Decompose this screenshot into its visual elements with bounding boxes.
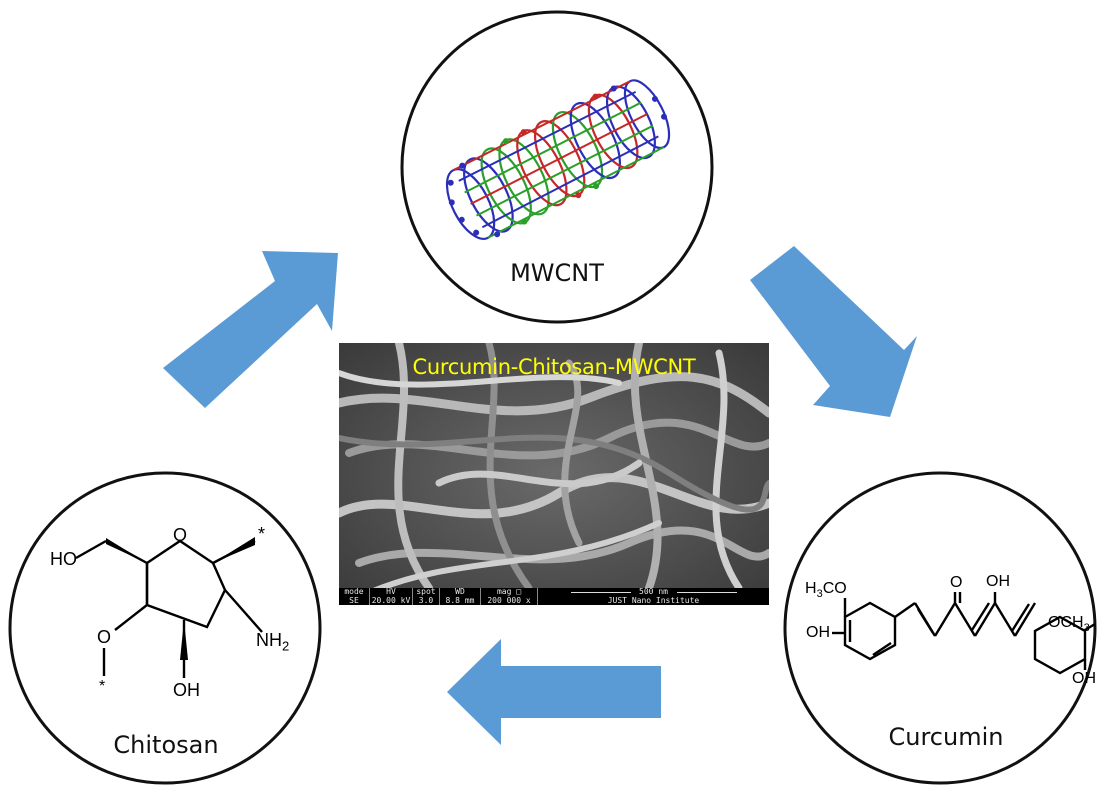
chitosan-star-top: * [258,524,266,544]
chitosan-label: Chitosan [113,731,219,759]
nanotube-illustration [445,79,671,240]
chitosan-wedges [106,537,255,660]
curcumin-och3: OCH3 [1048,614,1090,635]
curcumin-h3co: H3CO [805,580,847,601]
chitosan-oh: OH [173,680,200,700]
curcumin-label: Curcumin [888,723,1004,751]
chitosan-ring-o: O [173,525,188,545]
chitosan-ho: HO [50,549,77,569]
mwcnt-circle [400,10,714,324]
sem-texture [339,343,769,605]
scale-bar-right [677,592,737,593]
curcumin-keto-o: O [950,574,963,591]
chitosan-o-left: O [97,627,112,647]
center-title: Curcumin-Chitosan-MWCNT [412,355,696,379]
sem-mag: mag □200 000 x [481,587,538,605]
arrow-curcumin-to-chitosan [447,639,661,745]
mwcnt-label: MWCNT [510,259,604,287]
chitosan-nh2: NH2 [256,630,290,654]
chitosan-star-bottom: * [99,678,106,695]
arrow-chitosan-to-mwcnt [163,251,338,408]
curcumin-oh-enol: OH [986,573,1010,590]
curcumin-structure [832,592,1096,675]
curcumin-oh-right: OH [1072,670,1096,687]
sem-scale: 500 nm JUST Nano Institute [607,587,700,605]
curcumin-oh-left: OH [806,624,830,641]
scale-bar-left [571,592,631,593]
arrow-mwcnt-to-curcumin [750,246,917,417]
